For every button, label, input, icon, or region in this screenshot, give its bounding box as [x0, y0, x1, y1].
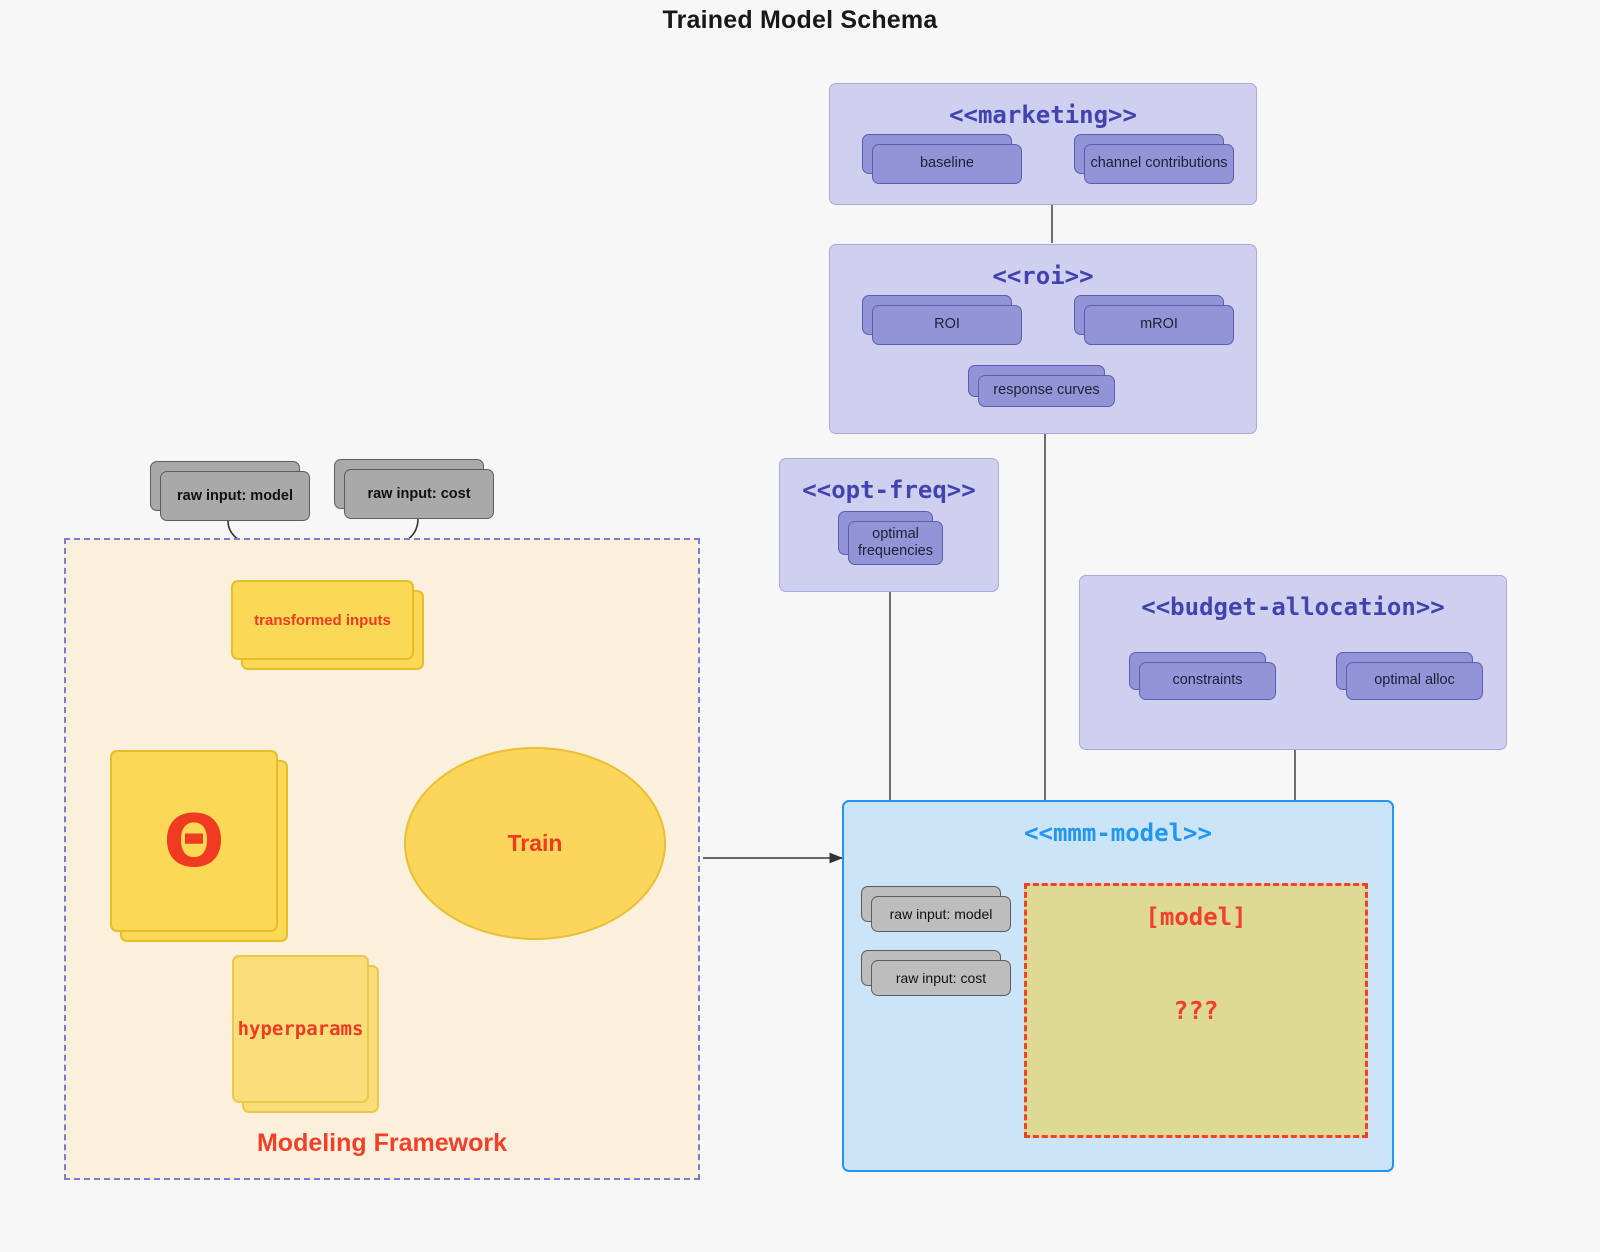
- card-front: ROI: [872, 305, 1022, 345]
- card-transformed-inputs[interactable]: transformed inputs: [231, 580, 424, 670]
- card-hyperparams[interactable]: hyperparams: [232, 955, 379, 1113]
- card-mmm-raw-input-cost[interactable]: raw input: cost: [861, 950, 1011, 996]
- package-budget-allocation-title: <<budget-allocation>>: [1141, 593, 1445, 621]
- card-front: raw input: cost: [344, 469, 494, 519]
- theta-symbol: Θ: [163, 799, 225, 883]
- model-stub-unknown-marker: ???: [1173, 996, 1219, 1025]
- card-front: hyperparams: [232, 955, 369, 1103]
- card-constraints[interactable]: constraints: [1129, 652, 1276, 700]
- package-opt-freq[interactable]: <<opt-freq>> optimal frequencies: [779, 458, 999, 592]
- package-mmm-model-title: <<mmm-model>>: [1024, 819, 1212, 847]
- card-front: optimal alloc: [1346, 662, 1483, 700]
- train-label: Train: [507, 830, 563, 856]
- model-stub-title: [model]: [1145, 903, 1247, 931]
- card-mmm-raw-input-model[interactable]: raw input: model: [861, 886, 1011, 932]
- card-front: response curves: [978, 375, 1115, 407]
- card-optimal-alloc[interactable]: optimal alloc: [1336, 652, 1483, 700]
- card-front: transformed inputs: [231, 580, 414, 660]
- card-front-line2: frequencies: [858, 543, 933, 559]
- card-raw-input-cost[interactable]: raw input: cost: [334, 459, 494, 519]
- card-front: optimal frequencies: [848, 521, 943, 565]
- package-roi-title: <<roi>>: [992, 262, 1094, 290]
- package-marketing[interactable]: <<marketing>> baseline channel contribut…: [829, 83, 1257, 205]
- package-opt-freq-title: <<opt-freq>>: [802, 476, 976, 504]
- card-front: Θ: [110, 750, 278, 932]
- page-title: Trained Model Schema: [662, 6, 938, 34]
- card-channel-contributions[interactable]: channel contributions: [1074, 134, 1234, 184]
- card-response-curves[interactable]: response curves: [968, 365, 1115, 407]
- card-front: constraints: [1139, 662, 1276, 700]
- train-node[interactable]: Train: [404, 747, 666, 940]
- hyperparams-label: hyperparams: [237, 1018, 364, 1040]
- model-stub[interactable]: [model] ???: [1024, 883, 1368, 1138]
- card-mroi[interactable]: mROI: [1074, 295, 1234, 345]
- card-front: raw input: model: [160, 471, 310, 521]
- package-roi[interactable]: <<roi>> ROI mROI response curves: [829, 244, 1257, 434]
- card-front: baseline: [872, 144, 1022, 184]
- card-front: raw input: cost: [871, 960, 1011, 996]
- card-front: mROI: [1084, 305, 1234, 345]
- package-budget-allocation[interactable]: <<budget-allocation>> constraints optima…: [1079, 575, 1507, 750]
- modeling-framework-label: Modeling Framework: [256, 1129, 508, 1157]
- card-front: raw input: model: [871, 896, 1011, 932]
- package-marketing-title: <<marketing>>: [949, 101, 1137, 129]
- card-optimal-frequencies[interactable]: optimal frequencies: [838, 511, 943, 565]
- card-roi[interactable]: ROI: [862, 295, 1022, 345]
- card-front-line1: optimal: [872, 525, 919, 542]
- card-theta[interactable]: Θ: [110, 750, 288, 942]
- card-front: channel contributions: [1084, 144, 1234, 184]
- card-raw-input-model[interactable]: raw input: model: [150, 461, 310, 521]
- card-baseline[interactable]: baseline: [862, 134, 1022, 184]
